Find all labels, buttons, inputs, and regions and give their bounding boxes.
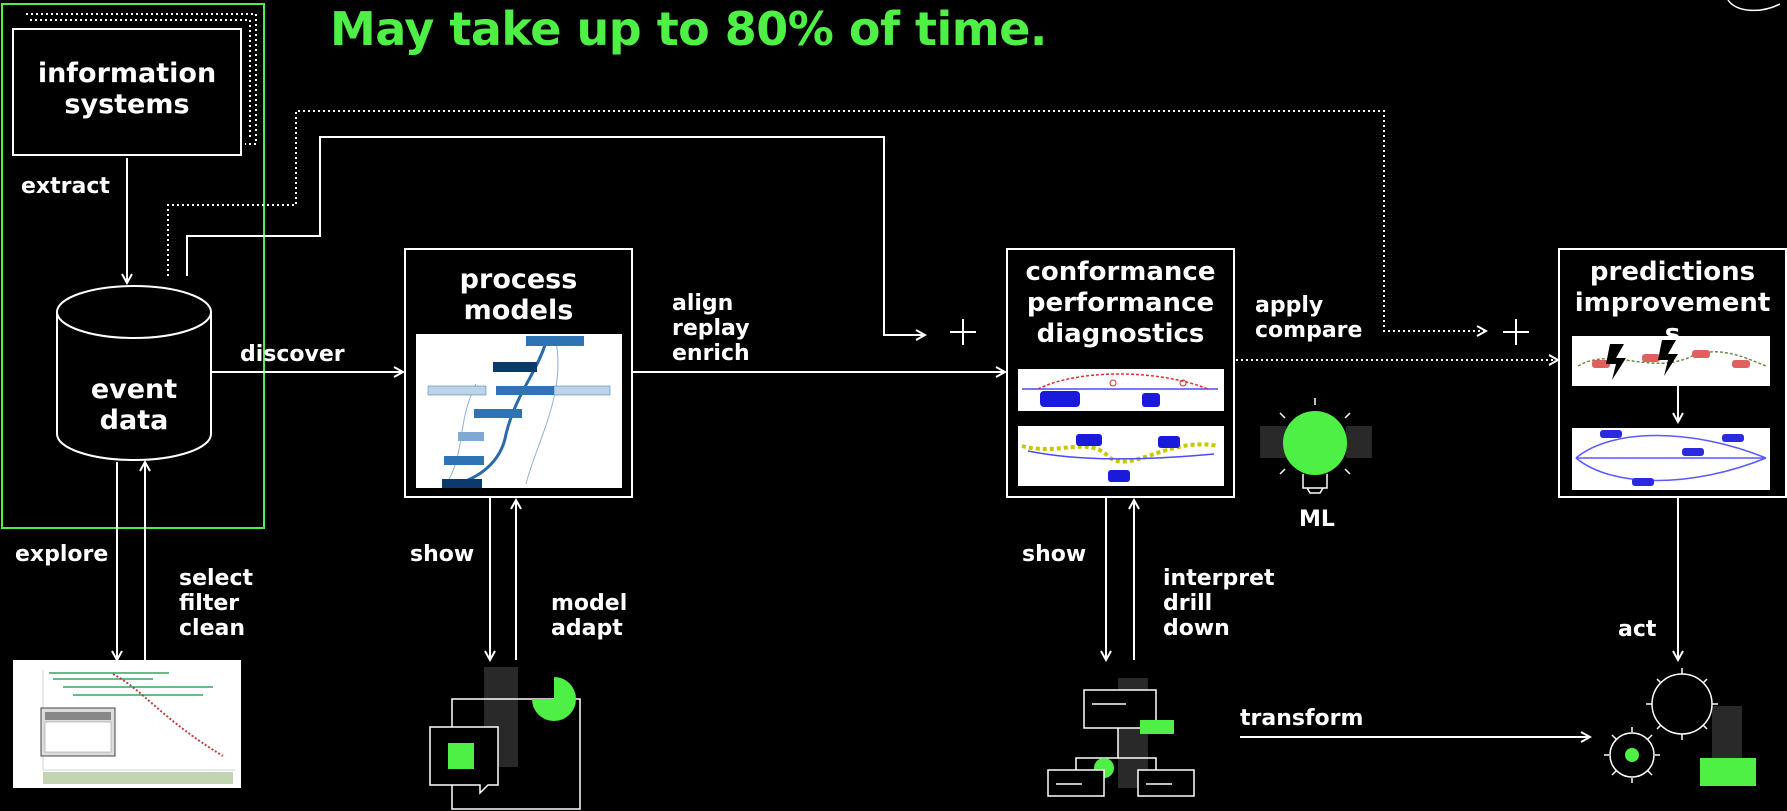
gear-icon (1604, 668, 1756, 786)
page-title: May take up to 80% of time. (330, 2, 1047, 56)
lightbulb-icon (1260, 398, 1372, 494)
dotted-stack (26, 13, 257, 145)
database-icon (56, 285, 212, 461)
event-to-predictions-route (167, 110, 1486, 331)
information-systems-box (12, 28, 242, 156)
predictions-box (1558, 248, 1787, 498)
conformance-label: conformance performance diagnostics (1025, 257, 1216, 349)
transform-label: transform (1240, 706, 1364, 731)
improvement-thumbnail (1572, 428, 1770, 490)
process-models-box (404, 248, 633, 498)
align-label: align replay enrich (672, 291, 750, 366)
conformance-thumbnail (1018, 369, 1224, 411)
extract-label: extract (21, 174, 110, 199)
dotted-chart-thumbnail (13, 660, 241, 788)
show-label-process: show (410, 542, 475, 567)
act-label: act (1618, 617, 1657, 642)
pie-icon (532, 677, 576, 721)
prediction-thumbnail (1572, 336, 1770, 386)
show-label-conformance: show (1022, 542, 1087, 567)
plus-icon (950, 319, 976, 345)
process-model-thumbnail (416, 334, 622, 488)
chat-icon (429, 667, 581, 810)
corner-circle-decoration (1727, 0, 1781, 12)
select-label: select filter clean (179, 566, 254, 641)
predictions-label: predictions improvement s (1574, 257, 1771, 339)
model-label: model adapt (551, 591, 628, 641)
conformance-box (1006, 248, 1235, 498)
org-chart-icon (1047, 678, 1195, 797)
interpret-label: interpret drill down (1163, 566, 1275, 641)
event-data-label: event data (90, 374, 178, 436)
performance-thumbnail (1018, 426, 1224, 486)
apply-label: apply compare (1255, 293, 1363, 343)
process-models-label: process models (459, 264, 578, 326)
explore-label: explore (15, 542, 109, 567)
information-systems-label: information systems (37, 58, 217, 120)
highlight-frame (1, 3, 265, 529)
plus-icon (1503, 319, 1529, 345)
ml-label: ML (1299, 507, 1335, 532)
event-to-conformance-route (186, 136, 925, 335)
discover-label: discover (240, 342, 345, 367)
